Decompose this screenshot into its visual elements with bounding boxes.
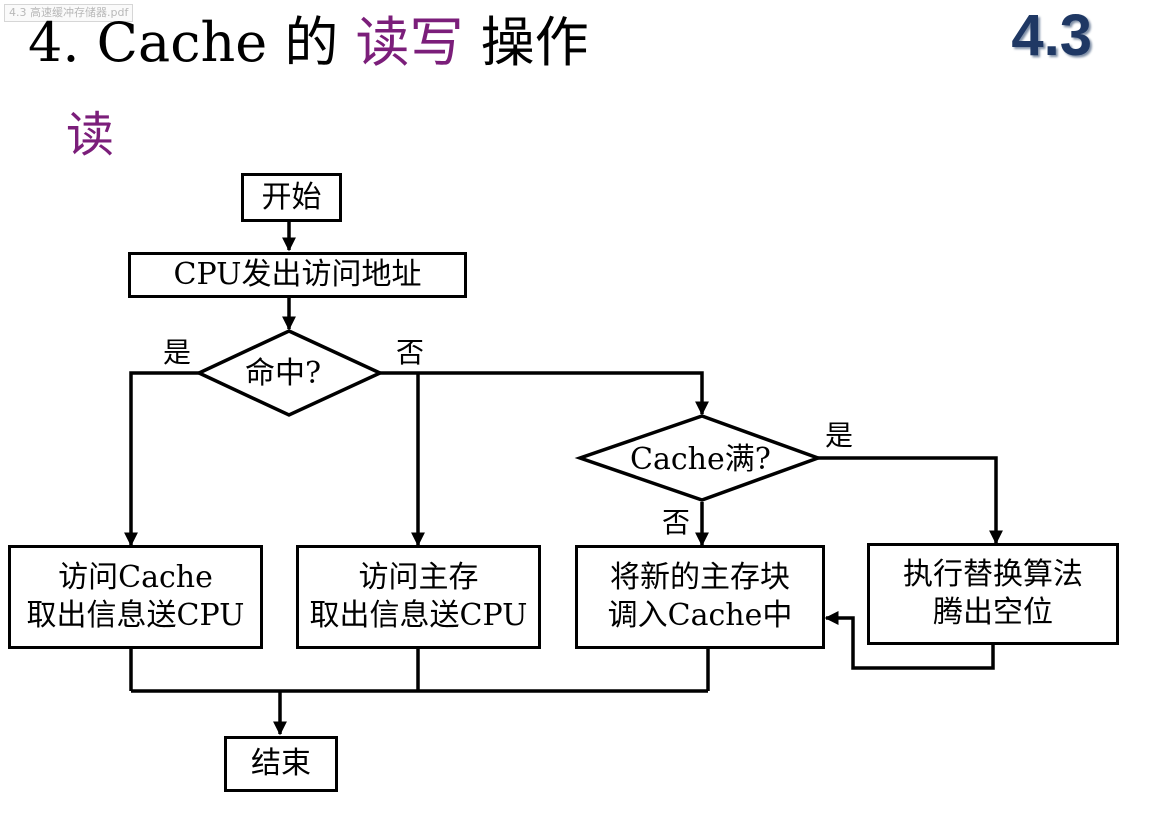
read-cache-node: 访问Cache 取出信息送CPU [8,545,263,649]
read-cache-line2: 取出信息送CPU [26,598,245,633]
end-node: 结束 [224,736,338,792]
arrow-hit-no [380,371,709,416]
replace-node: 执行替换算法 腾出空位 [867,543,1119,645]
full-no-label: 否 [662,506,691,539]
section-subheading: 读 [66,107,115,163]
title-prefix: 4. Cache 的 [28,11,356,74]
pdf-file-tag[interactable]: 4.3 高速缓冲存储器.pdf [4,4,134,22]
hit-no-label: 否 [396,336,425,369]
arrow-replace-to-load [824,611,995,670]
cache-full-decision-shape [574,414,824,502]
start-node: 开始 [241,173,342,222]
hit-decision-shape [194,329,385,417]
issue-address-node: CPU发出访问地址 [128,252,467,298]
page-title: 4. Cache 的 读写 操作 [28,8,589,78]
read-memory-node: 访问主存 取出信息送CPU [296,545,541,649]
load-block-line2: 调入Cache中 [607,598,793,633]
replace-line2: 腾出空位 [933,595,1053,630]
title-suffix: 操作 [463,11,589,74]
load-block-line1: 将新的主存块 [610,560,790,595]
arrow-full-yes [818,456,1003,545]
issue-address-label: CPU发出访问地址 [173,257,422,292]
load-block-node: 将新的主存块 调入Cache中 [575,545,825,649]
hit-decision-label: 命中? [245,356,322,391]
read-cache-line1: 访问Cache [58,560,213,595]
hit-yes-label: 是 [163,336,192,369]
section-number: 4.3 [1011,3,1092,68]
cache-full-decision-label: Cache满? [630,442,771,477]
replace-line1: 执行替换算法 [903,557,1083,592]
read-memory-line1: 访问主存 [358,560,479,595]
full-yes-label: 是 [825,419,854,452]
title-accent: 读写 [355,11,464,74]
end-label: 结束 [251,746,311,781]
read-memory-line2: 取出信息送CPU [309,598,528,633]
start-label: 开始 [261,179,322,215]
arrow-hit-yes [124,371,199,547]
